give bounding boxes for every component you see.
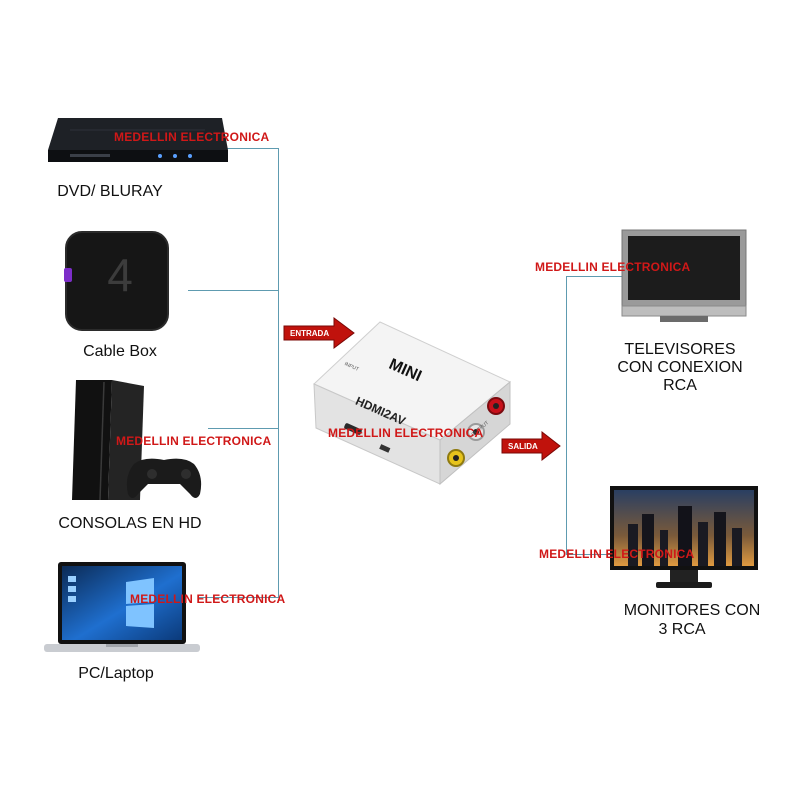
watermark-tv: MEDELLIN ELECTRONICA (535, 260, 691, 274)
right-connector-monitor (566, 554, 614, 555)
input-arrow-label: ENTRADA (290, 329, 330, 338)
monitor-label-line1: MONITORES CON (623, 602, 761, 619)
tv-label-line2: CON CONEXION (617, 359, 743, 376)
input-arrow-icon (283, 317, 355, 349)
cable-box-digit: 4 (107, 249, 133, 301)
left-connector-pc (198, 597, 279, 598)
cable-box-label: Cable Box (83, 343, 157, 360)
tv-label-line1: TELEVISORES (624, 341, 736, 358)
output-arrow-label: SALIDA (508, 442, 538, 451)
console-label: CONSOLAS EN HD (58, 515, 202, 532)
television-icon (621, 229, 747, 322)
tv-label-line3: RCA (663, 377, 697, 394)
right-connector-vertical (566, 276, 567, 554)
monitor-label-line2: 3 RCA (658, 621, 706, 638)
watermark-converter: MEDELLIN ELECTRONICA (328, 426, 484, 440)
watermark-dvd: MEDELLIN ELECTRONICA (114, 130, 270, 144)
game-console-icon (72, 380, 202, 501)
laptop-label: PC/Laptop (78, 665, 154, 682)
left-connector-console (208, 428, 279, 429)
cable-box-icon (64, 231, 169, 331)
dvd-label: DVD/ BLURAY (57, 183, 163, 200)
right-connector-tv (566, 276, 622, 277)
laptop-icon (44, 562, 200, 652)
watermark-monitor: MEDELLIN ELECTRONICA (539, 547, 695, 561)
left-connector-cable (188, 290, 279, 291)
converter-box-icon (313, 321, 511, 486)
monitor-icon (610, 486, 758, 588)
output-arrow-icon (501, 430, 561, 462)
watermark-console: MEDELLIN ELECTRONICA (116, 434, 272, 448)
left-connector-dvd (218, 148, 279, 149)
watermark-laptop: MEDELLIN ELECTRONICA (130, 592, 286, 606)
dvd-player-icon (48, 118, 228, 162)
left-connector-vertical (278, 148, 279, 598)
